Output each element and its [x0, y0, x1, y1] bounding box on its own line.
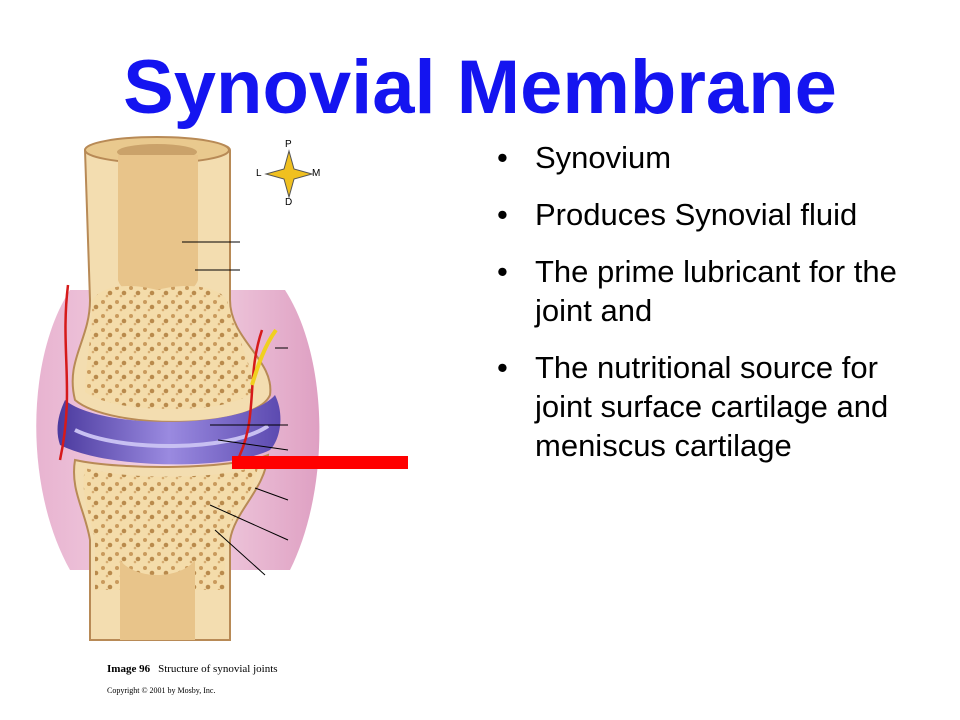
synovial-joint-illustration: [36, 136, 320, 641]
orientation-compass: P L M D: [252, 137, 326, 211]
artery-left: [58, 284, 70, 461]
compass-top-label: P: [285, 139, 292, 150]
bullet-item: Synovium: [497, 138, 937, 177]
lower-marrow: [120, 560, 195, 640]
articular-cartilage: [57, 395, 281, 465]
joint-cavity: [74, 424, 270, 449]
compass-star-icon: [264, 149, 314, 199]
bullet-item: Produces Synovial fluid: [497, 195, 937, 234]
slide-title: Synovial Membrane: [123, 45, 837, 130]
nerve: [250, 328, 278, 386]
lower-spongy-bone: [83, 465, 258, 590]
leader-line-5: [217, 439, 289, 451]
compass-right-label: M: [312, 168, 321, 179]
caption-text: Structure of synovial joints: [158, 663, 278, 675]
bullet-item: The prime lubricant for the joint and: [497, 252, 937, 330]
leader-line-6: [254, 487, 289, 501]
upper-spongy-bone: [85, 285, 253, 410]
artery-right: [233, 329, 264, 466]
compass-bottom-label: D: [285, 197, 293, 208]
bullet-item: The nutritional source for joint surface…: [497, 348, 937, 465]
figure-caption: Image 96 Structure of synovial joints: [107, 663, 278, 675]
copyright-notice: Copyright © 2001 by Mosby, Inc.: [107, 686, 216, 695]
bullet-list: Synovium Produces Synovial fluid The pri…: [497, 138, 937, 483]
leader-line-8: [214, 529, 266, 576]
red-pointer-bar: [232, 456, 408, 469]
upper-marrow: [118, 155, 198, 299]
compass-left-label: L: [256, 168, 262, 179]
caption-label: Image 96: [107, 663, 151, 675]
leader-line-7: [209, 504, 289, 541]
